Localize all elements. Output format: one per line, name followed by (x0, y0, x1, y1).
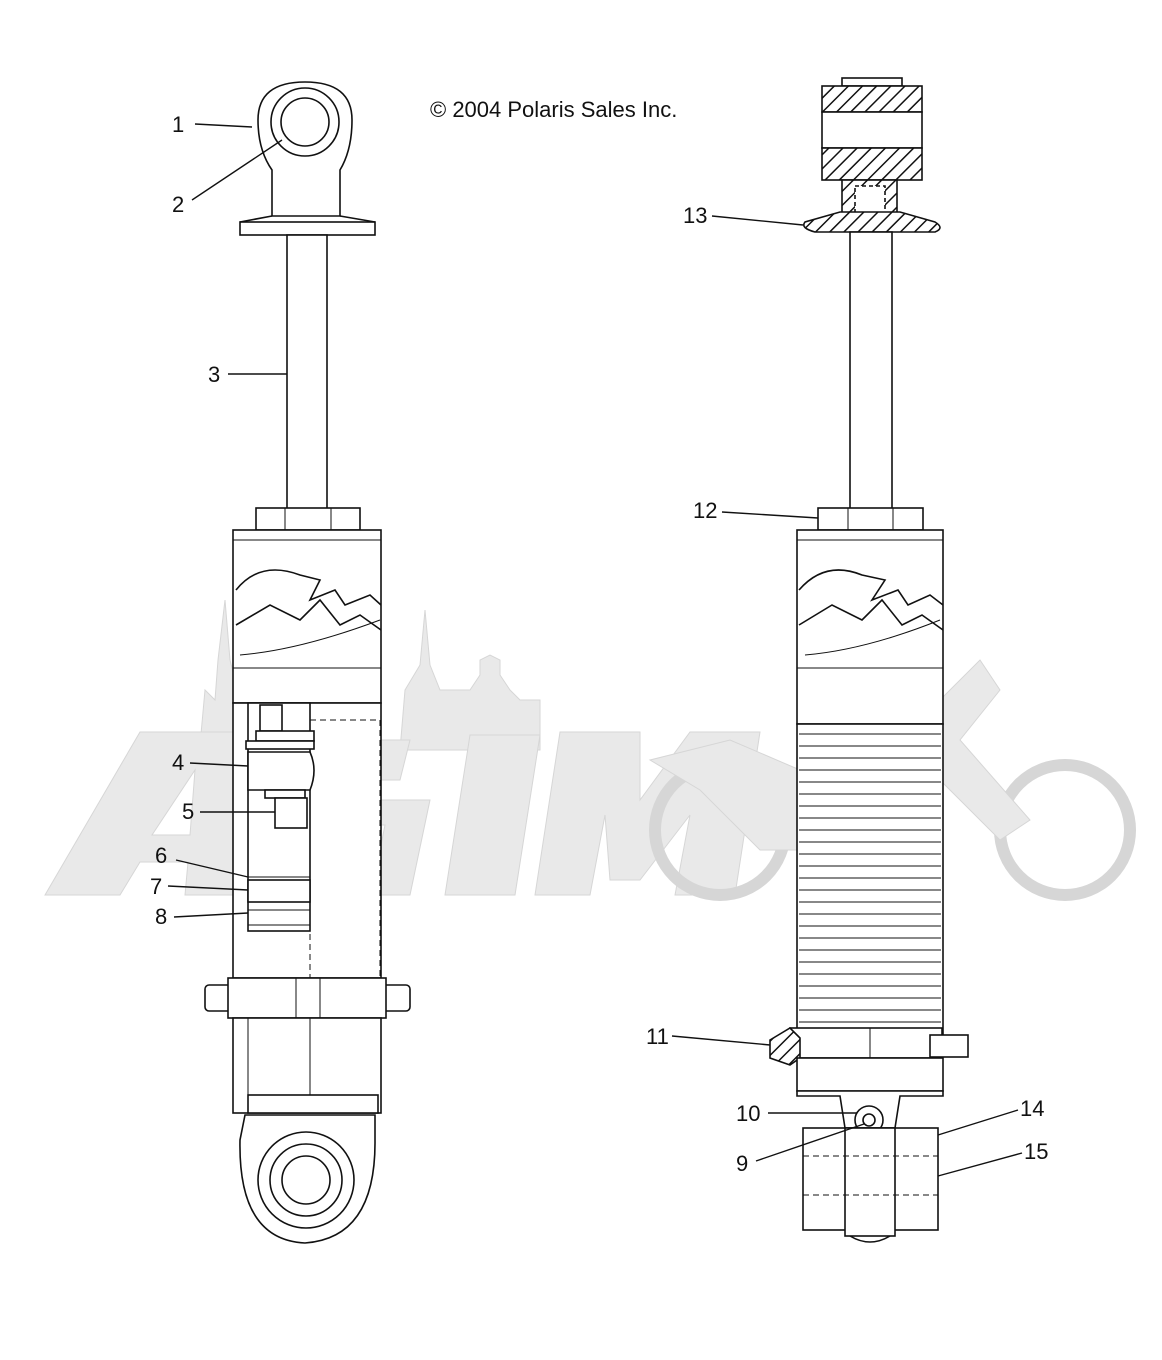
callout-3[interactable]: 3 (208, 362, 221, 387)
callout-7[interactable]: 7 (150, 874, 163, 899)
callout-10[interactable]: 10 (736, 1101, 761, 1126)
watermark-logo (44, 519, 1136, 901)
callout-12[interactable]: 12 (693, 498, 718, 523)
copyright-notice: © 2004 Polaris Sales Inc. (430, 97, 678, 122)
callout-4[interactable]: 4 (172, 750, 185, 775)
leader-lines (167, 123, 1023, 1177)
callout-5[interactable]: 5 (182, 799, 195, 824)
callout-15[interactable]: 15 (1024, 1139, 1049, 1164)
callout-1[interactable]: 1 (172, 112, 185, 137)
callout-13[interactable]: 13 (683, 203, 708, 228)
callout-14[interactable]: 14 (1020, 1096, 1045, 1121)
callout-8[interactable]: 8 (155, 904, 168, 929)
callout-9[interactable]: 9 (736, 1151, 749, 1176)
callout-6[interactable]: 6 (155, 843, 168, 868)
callout-2[interactable]: 2 (172, 192, 185, 217)
left-shock-cutaway (204, 81, 411, 1244)
callout-11[interactable]: 11 (646, 1024, 669, 1049)
right-shock-assembled (769, 77, 969, 1243)
